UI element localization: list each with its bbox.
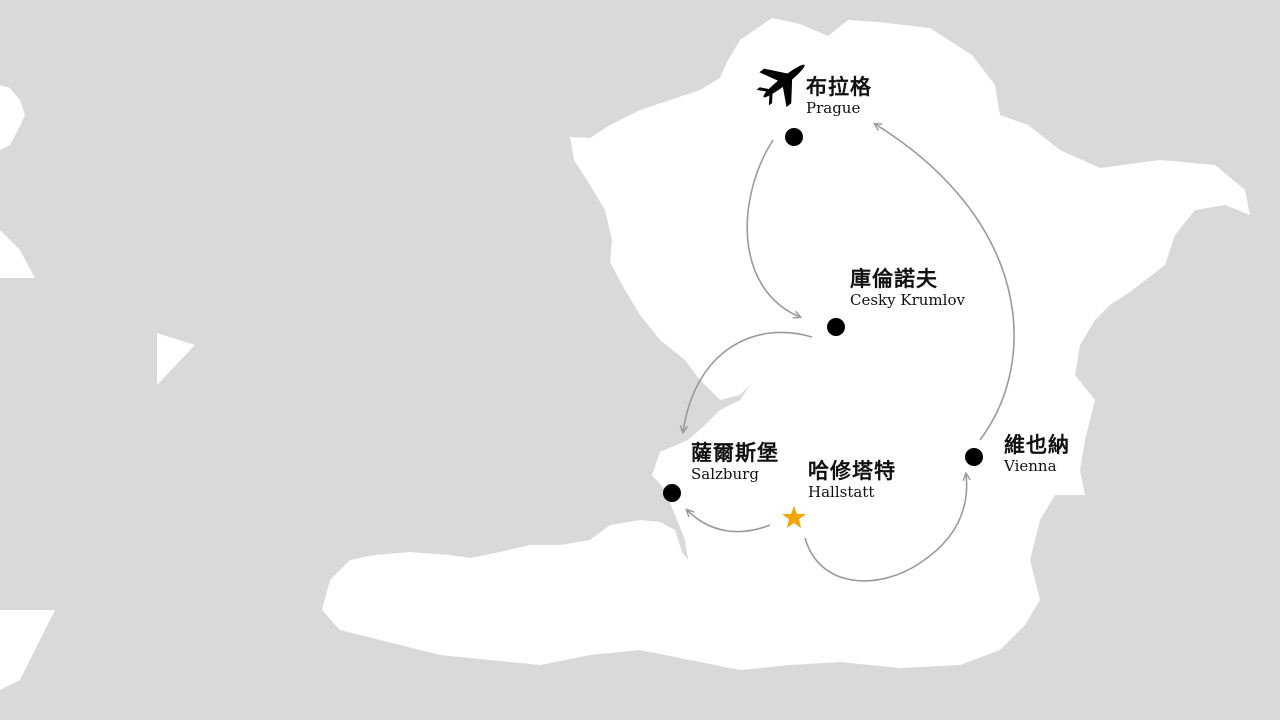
background-land xyxy=(0,85,195,690)
land-patch-island xyxy=(157,333,195,385)
highlighted-region xyxy=(322,18,1250,670)
city-name-en: Vienna xyxy=(1004,457,1057,475)
city-name-zh: 庫倫諾夫 xyxy=(850,266,938,291)
label-hallstatt: 哈修塔特 Hallstatt xyxy=(808,460,896,500)
label-vienna: 維也納 Vienna xyxy=(1004,434,1070,474)
marker-cesky-krumlov[interactable] xyxy=(827,318,845,336)
arrow-cesky-krumlov-to-salzburg xyxy=(683,331,813,432)
star-icon[interactable] xyxy=(782,506,806,528)
marker-salzburg[interactable] xyxy=(663,484,681,502)
arrow-prague-to-cesky-krumlov xyxy=(746,139,800,317)
arrow-hallstatt-to-vienna xyxy=(804,474,967,582)
marker-vienna[interactable] xyxy=(965,448,983,466)
city-name-zh: 薩爾斯堡 xyxy=(691,440,779,465)
city-name-en: Hallstatt xyxy=(808,483,875,501)
city-name-en: Cesky Krumlov xyxy=(850,291,965,309)
land-patch-left-top xyxy=(0,85,25,150)
label-cesky-krumlov: 庫倫諾夫 Cesky Krumlov xyxy=(850,268,965,308)
city-name-zh: 布拉格 xyxy=(806,74,872,99)
arrow-vienna-to-prague xyxy=(875,124,1015,441)
city-markers xyxy=(663,128,983,528)
route-arrows xyxy=(683,124,1015,582)
marker-prague[interactable] xyxy=(785,128,803,146)
land-patch-left-middle xyxy=(0,230,35,278)
label-salzburg: 薩爾斯堡 Salzburg xyxy=(691,442,779,482)
land-patch-left-bottom xyxy=(0,610,55,690)
airplane-icon xyxy=(756,64,805,107)
label-prague: 布拉格 Prague xyxy=(806,76,872,116)
arrow-hallstatt-to-salzburg xyxy=(687,510,771,533)
city-name-zh: 維也納 xyxy=(1004,432,1070,457)
city-name-zh: 哈修塔特 xyxy=(808,458,896,483)
city-name-en: Salzburg xyxy=(691,465,759,483)
city-name-en: Prague xyxy=(806,99,861,117)
